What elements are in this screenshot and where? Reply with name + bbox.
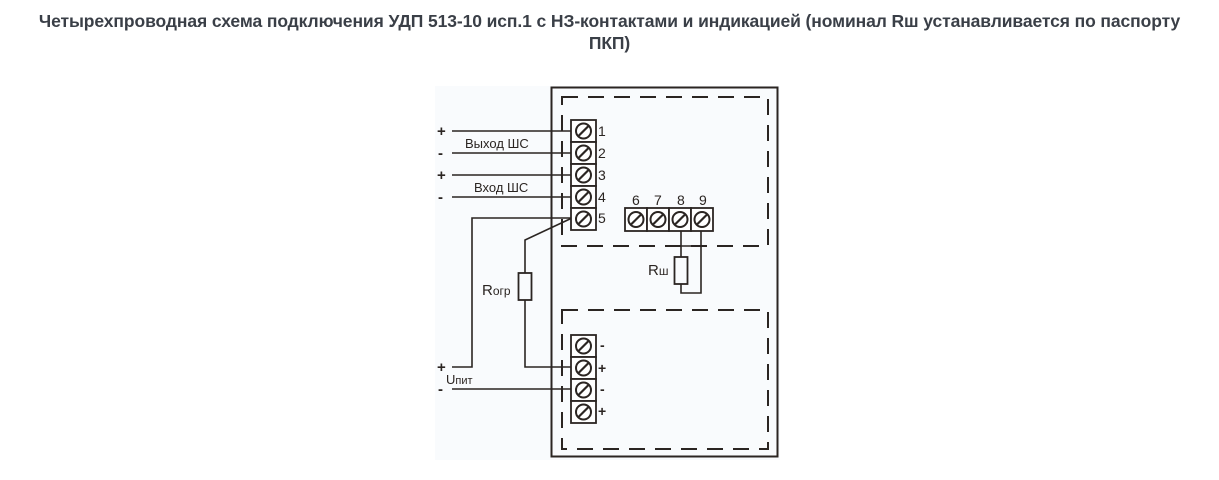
- polarity-out-plus: +: [437, 123, 446, 140]
- screw-terminal-9: [690, 207, 714, 232]
- screw-icon: [693, 211, 711, 228]
- screw-terminal-4: [570, 185, 597, 209]
- title-line-2: ПКП): [588, 33, 631, 53]
- wire-terminal-5-to-rlimit: [524, 217, 573, 273]
- screw-terminal-2: [570, 141, 597, 165]
- power-terminal-1-polarity: -: [600, 337, 605, 353]
- screw-icon: [649, 211, 667, 228]
- polarity-out-minus: -: [438, 145, 443, 162]
- polarity-in-plus: +: [437, 167, 446, 184]
- wiring-diagram-svg: + - + - Выход ШС Вход ШС 1 2 3 4 5 6 7 8…: [437, 86, 779, 458]
- resistor-limit: [517, 272, 533, 301]
- terminal-number-7: 7: [654, 192, 662, 208]
- screw-icon: [575, 188, 592, 206]
- detector-enclosure: [550, 86, 779, 458]
- terminal-number-9: 9: [699, 192, 707, 208]
- screw-icon: [575, 337, 592, 355]
- terminal-block-power: [570, 334, 597, 424]
- terminal-number-2: 2: [598, 145, 606, 161]
- terminal-number-5: 5: [598, 210, 606, 226]
- power-plus-sign: +: [437, 359, 446, 376]
- power-terminal-2-polarity: +: [598, 360, 606, 376]
- terminal-number-3: 3: [598, 167, 606, 183]
- wiring-diagram: + - + - Выход ШС Вход ШС 1 2 3 4 5 6 7 8…: [435, 86, 780, 460]
- wire-rshunt-to-terminal-9: [680, 231, 702, 294]
- screw-terminal-3: [570, 163, 597, 187]
- power-screw-terminal-2: [570, 356, 597, 380]
- power-terminal-4-polarity: +: [598, 403, 606, 419]
- upper-module-boundary: [561, 96, 769, 247]
- title-line-1: Четырехпроводная схема подключения УДП 5…: [38, 11, 1181, 31]
- screw-icon: [575, 166, 592, 184]
- screw-terminal-6: [624, 207, 648, 232]
- screw-terminal-5: [570, 207, 597, 231]
- label-rlimit: Rогр: [482, 282, 511, 299]
- screw-icon: [627, 211, 645, 228]
- screw-terminal-7: [646, 207, 670, 232]
- wire-rlimit-to-power-plus: [524, 300, 572, 368]
- screw-terminal-8: [668, 207, 692, 232]
- power-screw-terminal-3: [570, 378, 597, 402]
- screw-icon: [671, 211, 689, 228]
- power-terminal-3-polarity: -: [600, 381, 605, 397]
- page-title: Четырехпроводная схема подключения УДП 5…: [0, 10, 1219, 54]
- power-screw-terminal-1: [570, 334, 597, 358]
- label-power-supply: Uпит: [446, 372, 473, 387]
- terminal-block-loop: [570, 119, 597, 231]
- terminal-block-indication: [624, 207, 714, 232]
- screw-icon: [575, 359, 592, 377]
- terminal-number-8: 8: [677, 192, 685, 208]
- screw-terminal-1: [570, 119, 597, 143]
- terminal-number-4: 4: [598, 189, 606, 205]
- screw-icon: [575, 144, 592, 162]
- label-rshunt: Rш: [648, 262, 668, 279]
- power-screw-terminal-4: [570, 400, 597, 424]
- screw-icon: [575, 381, 592, 399]
- polarity-in-minus: -: [438, 189, 443, 206]
- label-loop-output: Выход ШС: [465, 136, 529, 151]
- terminal-number-1: 1: [598, 123, 606, 139]
- lower-module-boundary: [561, 309, 769, 450]
- terminal-number-6: 6: [632, 192, 640, 208]
- resistor-shunt: [673, 256, 689, 285]
- screw-icon: [575, 122, 592, 140]
- wire-power-plus-to-terminal-5: [452, 217, 572, 368]
- screw-icon: [575, 210, 592, 228]
- power-minus-sign: -: [438, 381, 443, 398]
- screw-icon: [575, 403, 592, 421]
- label-loop-input: Вход ШС: [474, 180, 528, 195]
